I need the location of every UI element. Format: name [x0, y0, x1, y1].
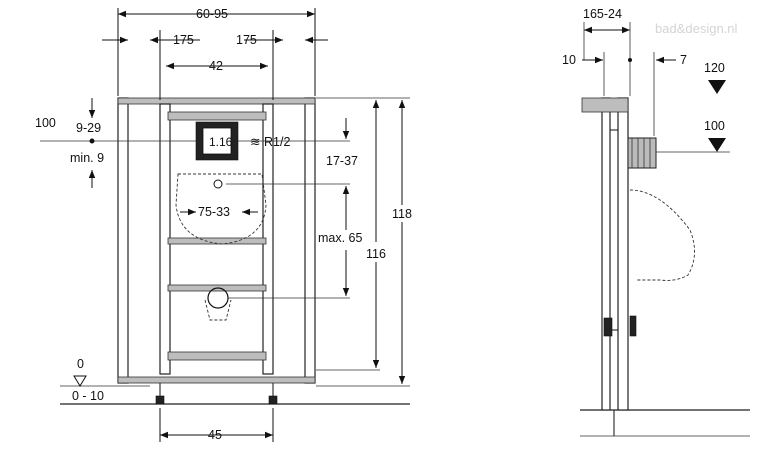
thread-glyph: ≋ [250, 135, 260, 149]
dim-side-right: 175 [236, 33, 257, 47]
left-foot-pad [155, 395, 165, 405]
side-view: 165-24 10 7 120 100 [562, 7, 750, 437]
dim-overall-width: 60-95 [196, 7, 228, 21]
side-level-120: 120 [704, 61, 725, 75]
watermark-text: bad&design.nl [655, 21, 738, 36]
dim-bottom-width: 45 [208, 428, 222, 442]
level-120-marker [708, 80, 726, 94]
dim-side-left: 175 [173, 33, 194, 47]
dim-116: 116 [366, 247, 386, 261]
side-top-bracket [581, 97, 629, 113]
dim-7-33: 75-33 [198, 205, 230, 219]
dim-floor-range: 0 - 10 [72, 389, 104, 403]
side-dim-7: 7 [680, 53, 687, 67]
side-inlet-pipe [627, 137, 657, 169]
dim-17-37: 17-37 [326, 154, 358, 168]
top-rail [117, 97, 316, 105]
urinal-outline [629, 189, 695, 281]
inlet-circle [213, 179, 223, 189]
dim-left-100: 100 [35, 116, 56, 130]
inner-top-bar [167, 111, 267, 121]
right-foot-pad [268, 395, 278, 405]
dim-max-65: max. 65 [318, 231, 363, 245]
bowl-outline [175, 173, 267, 245]
dim-9-29: 9-29 [76, 121, 101, 135]
side-dim-top: 165-24 [583, 7, 622, 21]
dim-thread: R1/2 [264, 135, 290, 149]
outlet-outline [204, 299, 232, 321]
dim-inner-width: 42 [209, 59, 223, 73]
dim-118: 118 [392, 207, 412, 221]
valve-code: 1.16 [209, 135, 233, 149]
dim-min-9: min. 9 [70, 151, 104, 165]
inner-bottom-bar [167, 351, 267, 361]
inner-mid-bar [167, 237, 267, 245]
flush-valve-inner [202, 127, 232, 155]
front-view: 1.16 60-95 175 175 42 100 9-29 min. 9 0 [35, 7, 412, 442]
side-front-panel [617, 97, 629, 411]
level-100-marker [708, 138, 726, 152]
bottom-rail [117, 376, 316, 384]
dim-floor-zero: 0 [77, 357, 84, 371]
side-rear-post [601, 97, 611, 411]
side-level-100: 100 [704, 119, 725, 133]
side-dim-10: 10 [562, 53, 576, 67]
